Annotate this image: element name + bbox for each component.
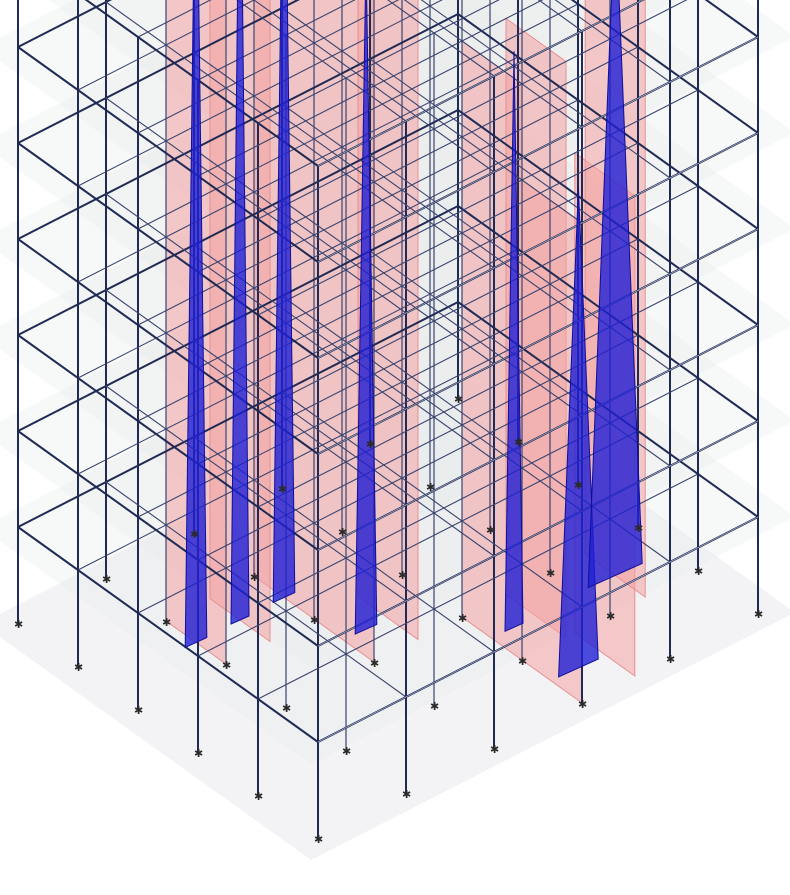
- support-marker: ✱: [666, 653, 675, 666]
- beam-x: [137, 3, 579, 230]
- beam-x: [197, 46, 639, 273]
- beam-x: [77, 0, 256, 91]
- beam-x: [197, 142, 639, 369]
- beam-x: [257, 0, 500, 124]
- beam-y: [105, 97, 407, 314]
- beam-x: [197, 430, 639, 657]
- support-marker: ✱: [278, 483, 287, 496]
- support-marker: ✱: [222, 659, 231, 672]
- force-diagram-2: [230, 0, 250, 625]
- beam-x: [197, 0, 544, 177]
- force-diagram-7: [587, 0, 643, 589]
- beam-y: [17, 334, 319, 551]
- beam-highlight: [317, 36, 759, 263]
- support-marker: ✱: [546, 567, 555, 580]
- support-marker: ✱: [606, 610, 615, 623]
- beam-y: [17, 142, 319, 359]
- support-marker: ✱: [194, 747, 203, 760]
- force-diagram-5: [504, 51, 524, 633]
- force-diagram-6: [558, 187, 599, 678]
- support-marker: ✱: [14, 618, 23, 631]
- support-marker: ✱: [402, 788, 411, 801]
- beam-y: [105, 481, 407, 698]
- force-diagrams-layer: [184, 0, 643, 678]
- beam-x: [137, 195, 579, 422]
- support-marker: ✱: [458, 612, 467, 625]
- beam-x: [17, 0, 113, 48]
- beam-highlight: [317, 132, 759, 359]
- support-marker: ✱: [574, 479, 583, 492]
- support-marker: ✱: [490, 743, 499, 756]
- beam-x: [77, 152, 519, 379]
- beam-y: [17, 526, 319, 743]
- supports-layer: ✱ ✱ ✱ ✱ ✱ ✱ ✱ ✱ ✱ ✱ ✱ ✱ ✱ ✱ ✱ ✱ ✱ ✱ ✱ ✱ ✱ ✱ ✱ ✱ ✱ ✱ ✱ ✱ ✱ ✱ ✱ ✱ ✱ ✱ ✱ ✱: [14, 393, 763, 846]
- beam-x: [197, 334, 639, 561]
- support-marker: ✱: [486, 524, 495, 537]
- force-diagram-4: [354, 0, 378, 635]
- beam-y: [281, 391, 583, 608]
- beam-y: [17, 238, 319, 455]
- support-marker: ✱: [250, 571, 259, 584]
- force-diagram-1: [184, 0, 208, 649]
- beam-highlight: [317, 0, 644, 167]
- support-marker: ✱: [514, 436, 523, 449]
- support-marker: ✱: [342, 745, 351, 758]
- support-marker: ✱: [430, 700, 439, 713]
- beam-y: [105, 1, 407, 218]
- beam-y: [387, 0, 495, 77]
- support-marker: ✱: [366, 438, 375, 451]
- beam-x: [257, 0, 688, 220]
- support-marker: ✱: [398, 569, 407, 582]
- beam-x: [77, 344, 519, 571]
- beam-x: [137, 0, 400, 134]
- beam-y: [105, 193, 407, 410]
- support-marker: ✱: [102, 573, 111, 586]
- support-marker: ✱: [162, 616, 171, 629]
- support-marker: ✱: [694, 565, 703, 578]
- beam-x: [77, 248, 519, 475]
- beam-highlight: [317, 324, 759, 551]
- support-marker: ✱: [190, 528, 199, 541]
- beam-x: [137, 291, 579, 518]
- beam-y: [281, 199, 583, 416]
- beam-y: [704, 0, 759, 38]
- beam-y: [193, 52, 495, 269]
- support-marker: ✱: [426, 481, 435, 494]
- beam-x: [197, 238, 639, 465]
- support-marker: ✱: [310, 614, 319, 627]
- beam-x: [137, 99, 579, 326]
- beam-x: [197, 0, 356, 81]
- beam-y: [17, 46, 319, 263]
- beam-y: [84, 0, 319, 167]
- support-marker: ✱: [314, 833, 323, 846]
- beam-y: [253, 0, 495, 173]
- support-marker: ✱: [754, 608, 763, 621]
- support-marker: ✱: [134, 704, 143, 717]
- beam-y: [281, 295, 583, 512]
- beam-highlight: [317, 420, 759, 647]
- support-marker: ✱: [634, 522, 643, 535]
- beam-x: [77, 56, 519, 283]
- support-marker: ✱: [282, 702, 291, 715]
- beam-y: [570, 0, 759, 134]
- support-marker: ✱: [518, 655, 527, 668]
- support-marker: ✱: [338, 526, 347, 539]
- beam-y: [236, 0, 407, 122]
- support-marker: ✱: [578, 698, 587, 711]
- support-marker: ✱: [254, 790, 263, 803]
- beam-x: [77, 0, 443, 187]
- beam-y: [281, 103, 583, 320]
- beam-y: [17, 430, 319, 647]
- beam-y: [403, 0, 583, 128]
- beam-highlight: [317, 228, 759, 455]
- beam-highlight: [317, 516, 759, 743]
- support-marker: ✱: [370, 657, 379, 670]
- support-marker: ✱: [74, 661, 83, 674]
- support-marker: ✱: [454, 393, 463, 406]
- force-diagram-3: [272, 0, 296, 604]
- beam-y: [281, 7, 583, 224]
- beam-y: [105, 289, 407, 506]
